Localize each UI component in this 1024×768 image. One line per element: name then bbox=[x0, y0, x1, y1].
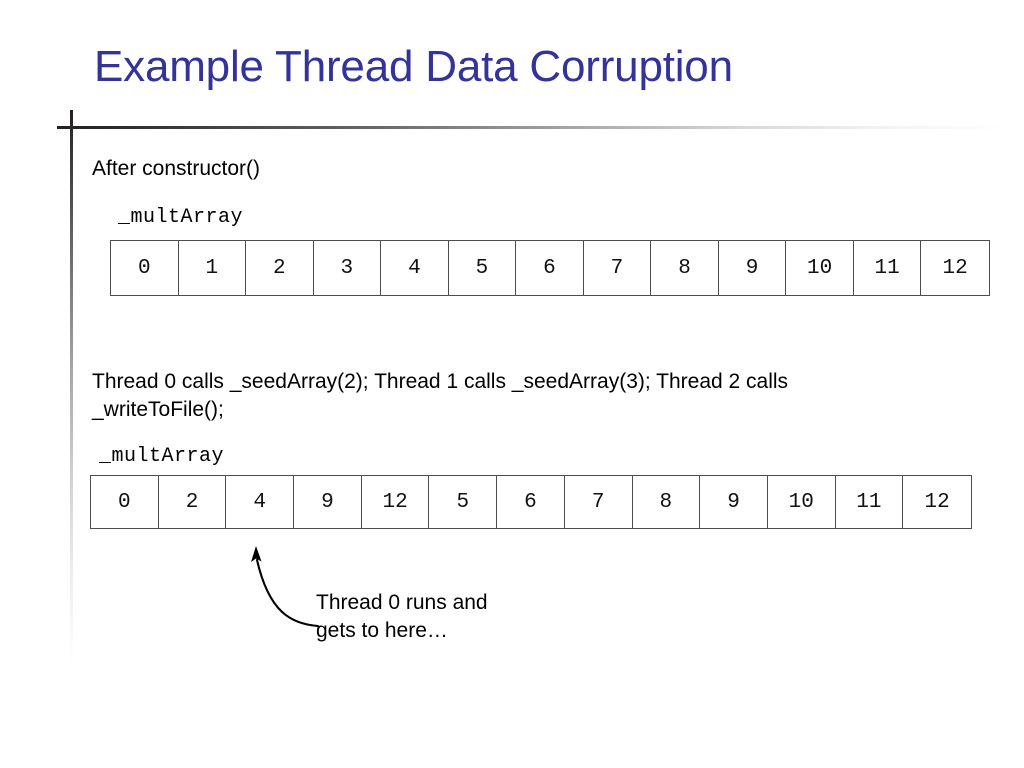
array-cell: 8 bbox=[651, 241, 719, 295]
array-cell: 12 bbox=[903, 476, 971, 528]
curved-arrow-icon bbox=[251, 546, 320, 628]
array-cell: 1 bbox=[178, 241, 247, 295]
array-cell: 5 bbox=[429, 476, 498, 528]
array-cell: 2 bbox=[246, 241, 314, 295]
array-cell: 5 bbox=[448, 241, 517, 295]
array-cell: 4 bbox=[226, 476, 295, 528]
array-cell: 12 bbox=[361, 476, 430, 528]
array-table-corrupted: 0 2 4 9 12 5 6 7 8 9 10 11 12 bbox=[90, 475, 972, 529]
header-divider-rule bbox=[57, 126, 1007, 129]
array-label-corrupted: _multArray bbox=[99, 445, 225, 468]
array-label-initial: _multArray bbox=[118, 206, 244, 229]
array-cell: 0 bbox=[91, 476, 159, 528]
array-cell: 10 bbox=[786, 241, 854, 295]
array-cell: 9 bbox=[294, 476, 362, 528]
array-cell: 6 bbox=[516, 241, 584, 295]
array-cell: 2 bbox=[158, 476, 227, 528]
array-cell: 9 bbox=[700, 476, 768, 528]
array-cell: 6 bbox=[497, 476, 565, 528]
array-cell: 0 bbox=[111, 241, 179, 295]
sidebar-divider-rule bbox=[70, 110, 73, 666]
array-cell: 9 bbox=[718, 241, 787, 295]
array-cell: 3 bbox=[313, 241, 382, 295]
page-title: Example Thread Data Corruption bbox=[94, 42, 733, 91]
thread-calls-description: Thread 0 calls _seedArray(2); Thread 1 c… bbox=[92, 370, 789, 421]
callout-annotation-text: Thread 0 runs and gets to here… bbox=[316, 591, 488, 643]
array-cell: 11 bbox=[853, 241, 922, 295]
array-table-initial: 0 1 2 3 4 5 6 7 8 9 10 11 12 bbox=[110, 240, 990, 296]
array-cell: 12 bbox=[921, 241, 989, 295]
array-cell: 8 bbox=[632, 476, 701, 528]
array-cell: 7 bbox=[583, 241, 652, 295]
after-constructor-label: After constructor() bbox=[92, 157, 261, 180]
array-cell: 4 bbox=[381, 241, 449, 295]
array-cell: 10 bbox=[767, 476, 836, 528]
array-cell: 7 bbox=[564, 476, 633, 528]
array-cell: 11 bbox=[835, 476, 904, 528]
